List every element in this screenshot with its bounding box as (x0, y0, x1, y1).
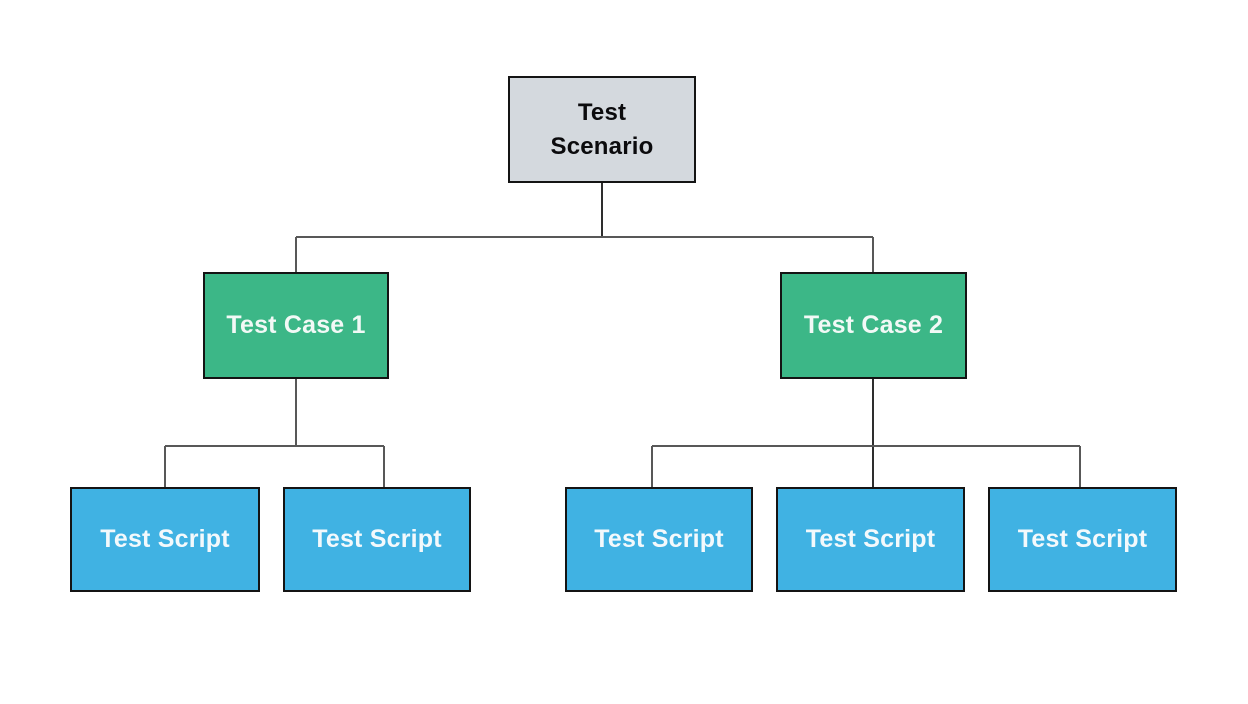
node-test-script-5-label: Test Script (1017, 525, 1148, 553)
node-test-script-4: Test Script (776, 487, 965, 592)
node-test-script-4-label: Test Script (805, 525, 936, 553)
node-test-scenario: Test Scenario (508, 76, 696, 183)
node-test-script-2-label: Test Script (312, 525, 442, 553)
node-test-case-1: Test Case 1 (203, 272, 389, 379)
node-test-script-5: Test Script (988, 487, 1177, 592)
node-test-script-2: Test Script (283, 487, 471, 592)
node-test-scenario-label: Test Scenario (550, 98, 654, 160)
node-test-script-3-label: Test Script (594, 525, 724, 553)
node-test-script-1: Test Script (70, 487, 260, 592)
node-test-case-1-label: Test Case 1 (226, 311, 366, 339)
node-test-script-3: Test Script (565, 487, 753, 592)
node-test-case-2-label: Test Case 2 (803, 311, 944, 339)
node-test-case-2: Test Case 2 (780, 272, 967, 379)
node-test-script-1-label: Test Script (100, 525, 230, 553)
